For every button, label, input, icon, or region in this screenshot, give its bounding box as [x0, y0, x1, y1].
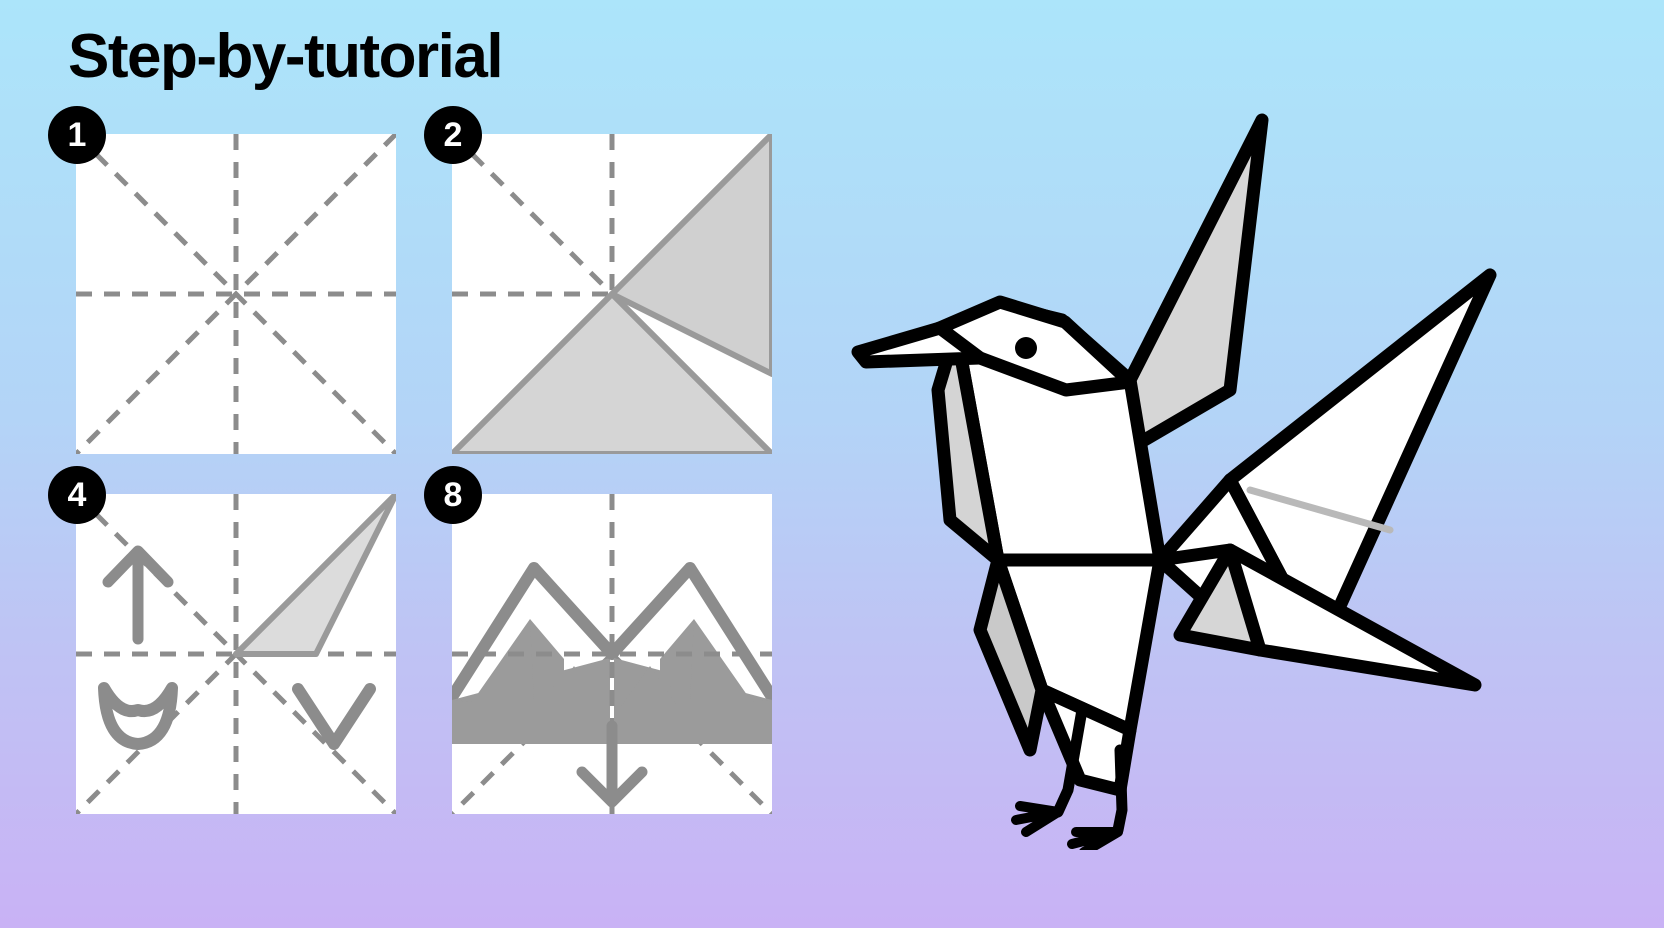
bird-legs	[1052, 704, 1128, 836]
bird-body-shade-left	[931, 323, 1005, 567]
arrow-up-icon	[102, 545, 174, 645]
page-title: Step-by-tutorial	[68, 22, 504, 91]
step-panel-4[interactable]: 4	[48, 466, 396, 814]
step-8-diagram	[452, 494, 772, 814]
step-1-badge: 1	[48, 106, 106, 164]
bird-eye	[1015, 337, 1037, 359]
chevron-down-rounded-icon	[98, 682, 178, 750]
step-4-badge: 4	[48, 466, 106, 524]
bird-chest-shade	[973, 553, 1049, 757]
origami-bird-illustration	[830, 90, 1530, 857]
bird-crease-wing	[1246, 486, 1394, 534]
chevron-down-icon	[292, 683, 376, 750]
step-panel-2[interactable]: 2	[424, 106, 772, 454]
step-1-diagram	[76, 134, 396, 454]
bird-tail-shade	[1173, 543, 1267, 657]
mountain-icon	[452, 562, 618, 744]
step-4-diagram	[76, 494, 396, 814]
arrow-down-icon	[576, 720, 648, 808]
origami-bird-svg	[851, 113, 1497, 857]
step-panel-1[interactable]: 1	[48, 106, 396, 454]
step-panel-8[interactable]: 8	[424, 466, 772, 814]
bird-feet	[1011, 801, 1123, 857]
step-2-diagram	[452, 134, 772, 454]
step-8-badge: 8	[424, 466, 482, 524]
bird-beak	[851, 321, 987, 369]
step-2-badge: 2	[424, 106, 482, 164]
